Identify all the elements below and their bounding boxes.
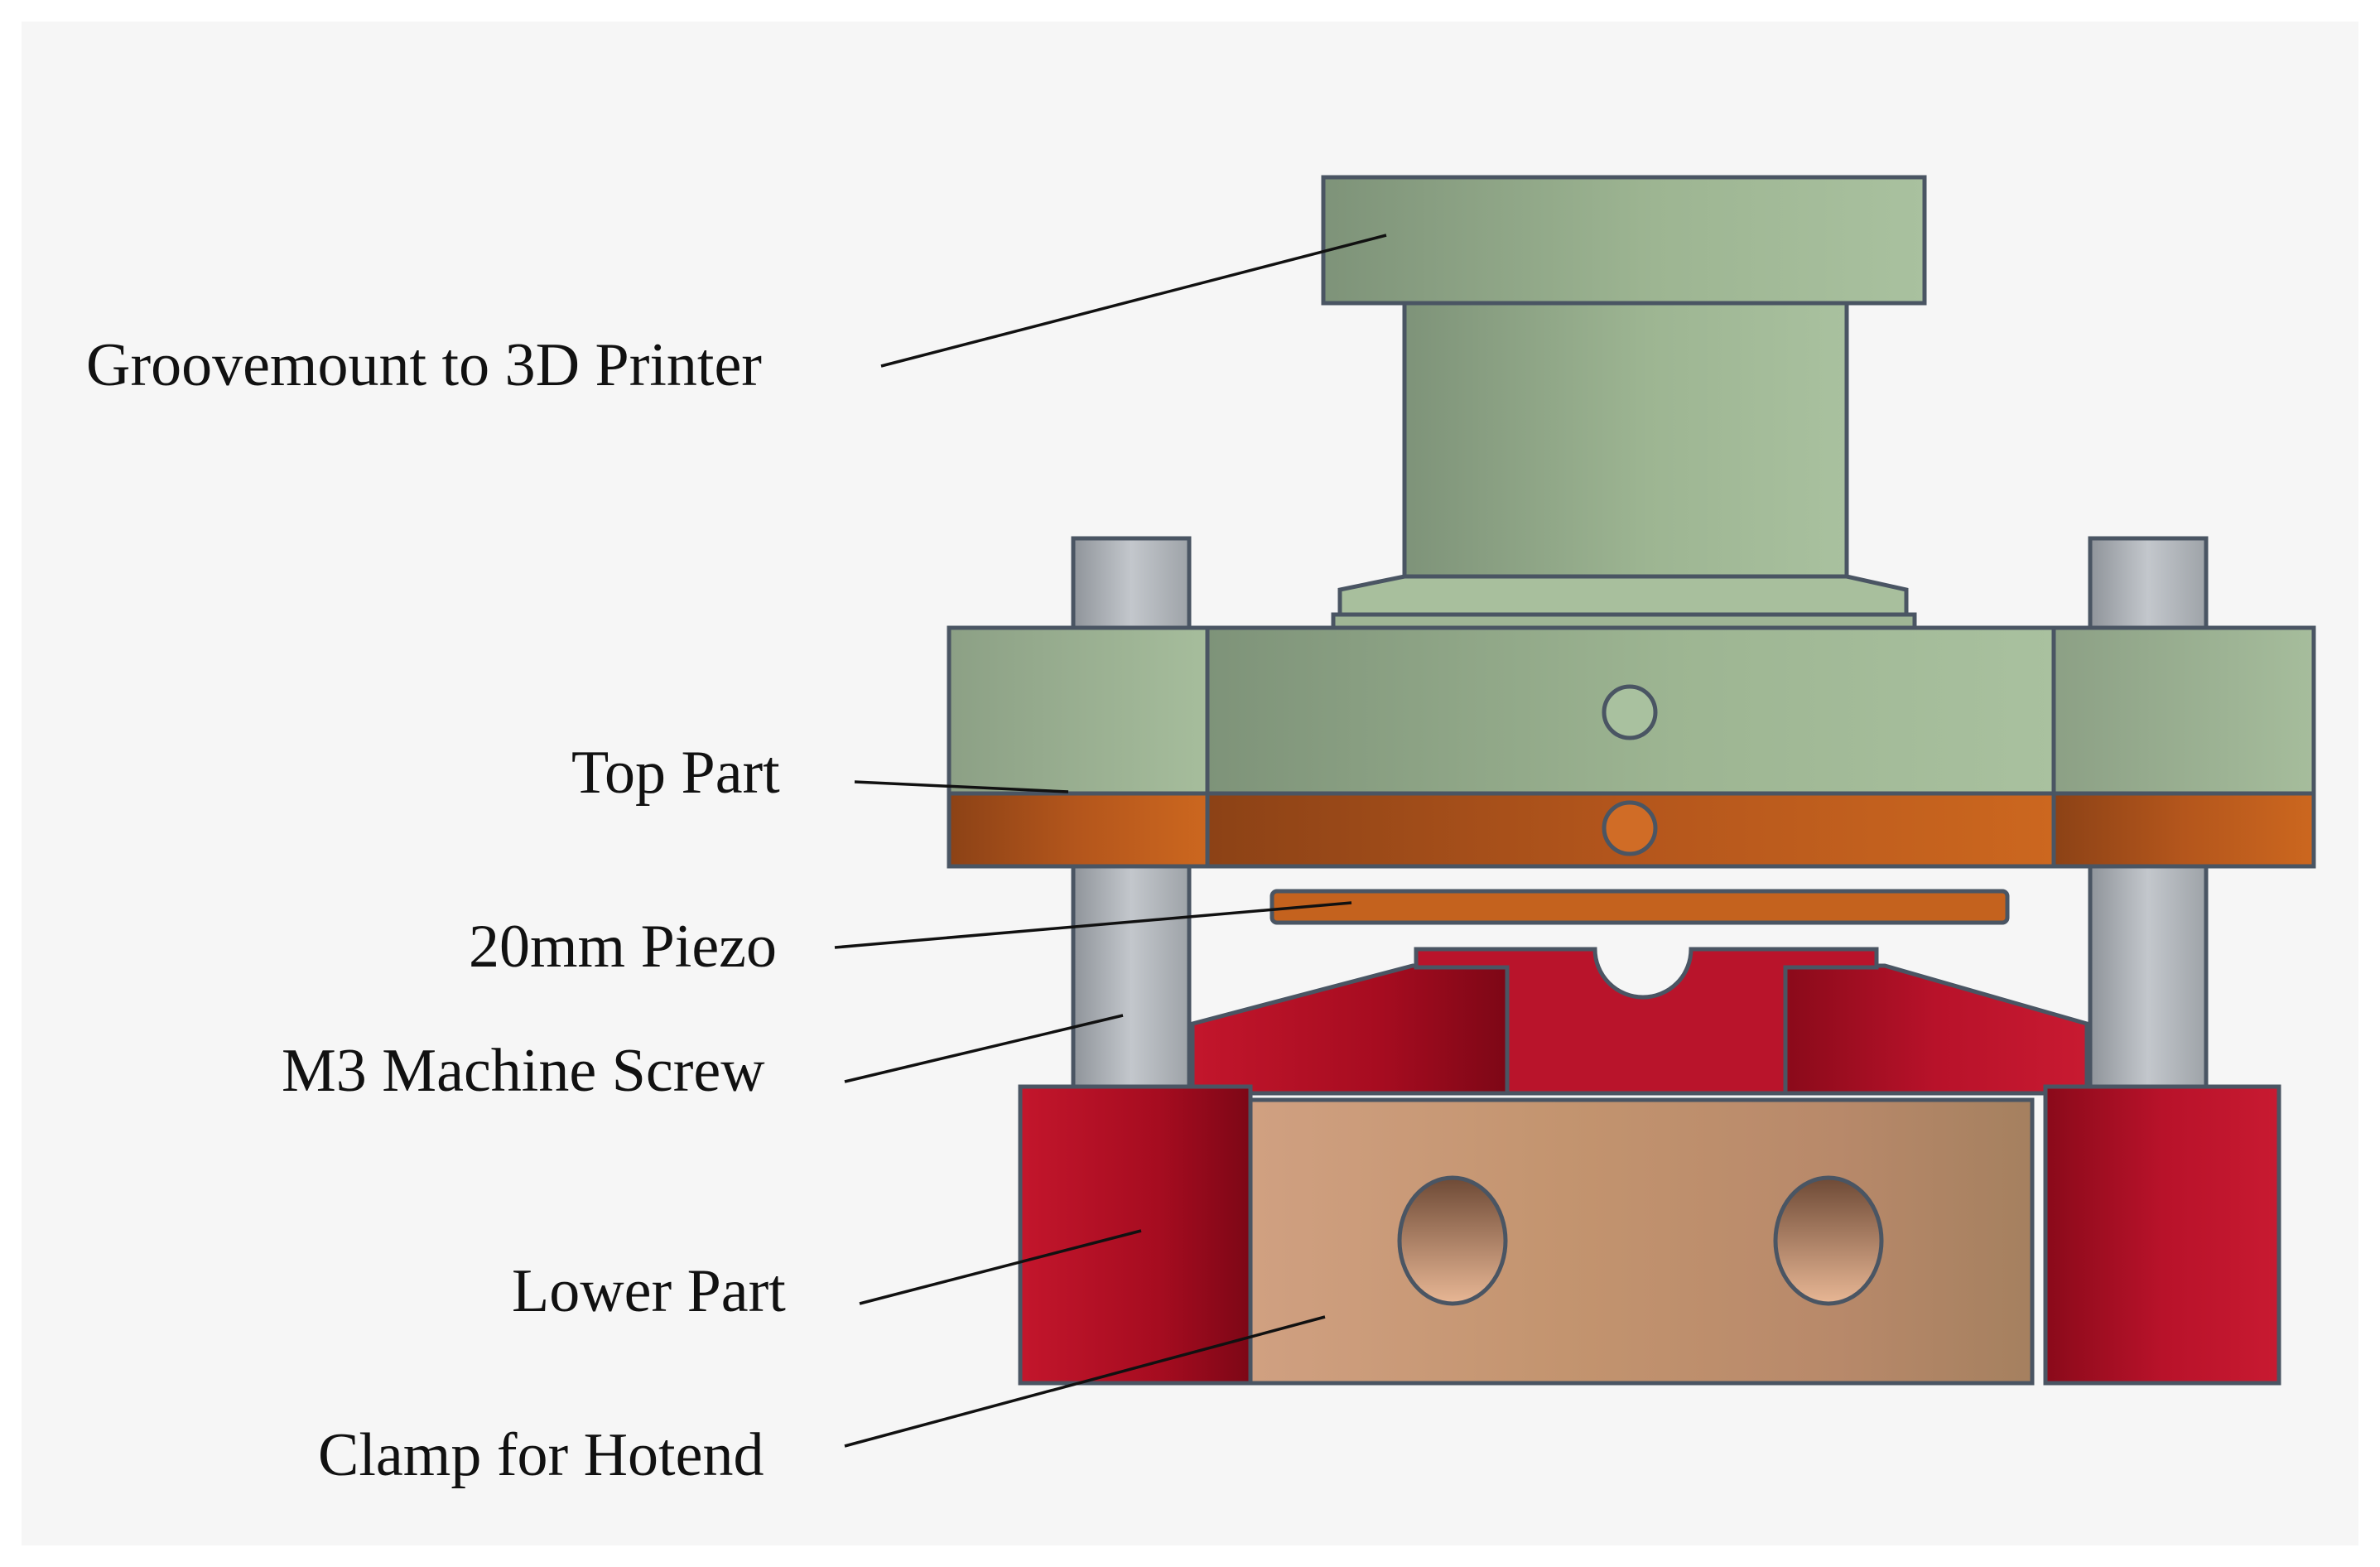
leader-lower-part	[859, 1229, 1142, 1305]
screw-head-right	[2088, 536, 2209, 632]
top-part-green-left	[947, 625, 1210, 796]
piezo-disc	[1269, 889, 2010, 925]
screw-head-left	[1071, 536, 1192, 632]
lower-part-center-block	[1414, 947, 1879, 1096]
lower-part-right-block	[2043, 1084, 2281, 1386]
leader-groovemount	[880, 234, 1387, 368]
lower-part-left-block	[1018, 1084, 1253, 1386]
top-part	[947, 625, 2316, 869]
label-piezo: 20mm Piezo	[469, 913, 778, 981]
top-part-green-right	[2051, 625, 2316, 796]
clamp-body	[1248, 1097, 2035, 1386]
screw-shafts	[1071, 864, 2209, 1092]
hotend-clamp	[1248, 1097, 2035, 1386]
leader-lines	[834, 234, 1387, 1448]
label-screw: M3 Machine Screw	[282, 1037, 765, 1105]
label-top-part: Top Part	[571, 739, 780, 807]
label-clamp: Clamp for Hotend	[318, 1421, 764, 1489]
clamp-hole-left	[1397, 1175, 1508, 1306]
leader-top-part	[854, 780, 1069, 793]
label-groovemount: Groovemount to 3D Printer	[86, 331, 762, 399]
top-part-orange-right	[2051, 791, 2316, 869]
screw-shaft-right	[2088, 864, 2209, 1092]
lower-part-sides	[1018, 1084, 2281, 1386]
top-part-orange-left	[947, 791, 1210, 869]
groovemount-base-flare	[1337, 574, 1909, 617]
groovemount-neck	[1402, 301, 1849, 586]
lower-part-top	[1190, 947, 2089, 1096]
groovemount	[1321, 175, 1927, 635]
top-part-orange-hole	[1602, 800, 1658, 856]
leader-piezo	[834, 901, 1352, 949]
groovemount-top-flange	[1321, 175, 1927, 306]
top-part-hole	[1602, 684, 1658, 740]
leader-clamp	[844, 1315, 1326, 1448]
screw-shaft-left	[1071, 864, 1192, 1092]
clamp-hole-right	[1773, 1175, 1884, 1306]
leader-screw	[844, 1014, 1124, 1083]
label-lower-part: Lower Part	[512, 1257, 786, 1325]
